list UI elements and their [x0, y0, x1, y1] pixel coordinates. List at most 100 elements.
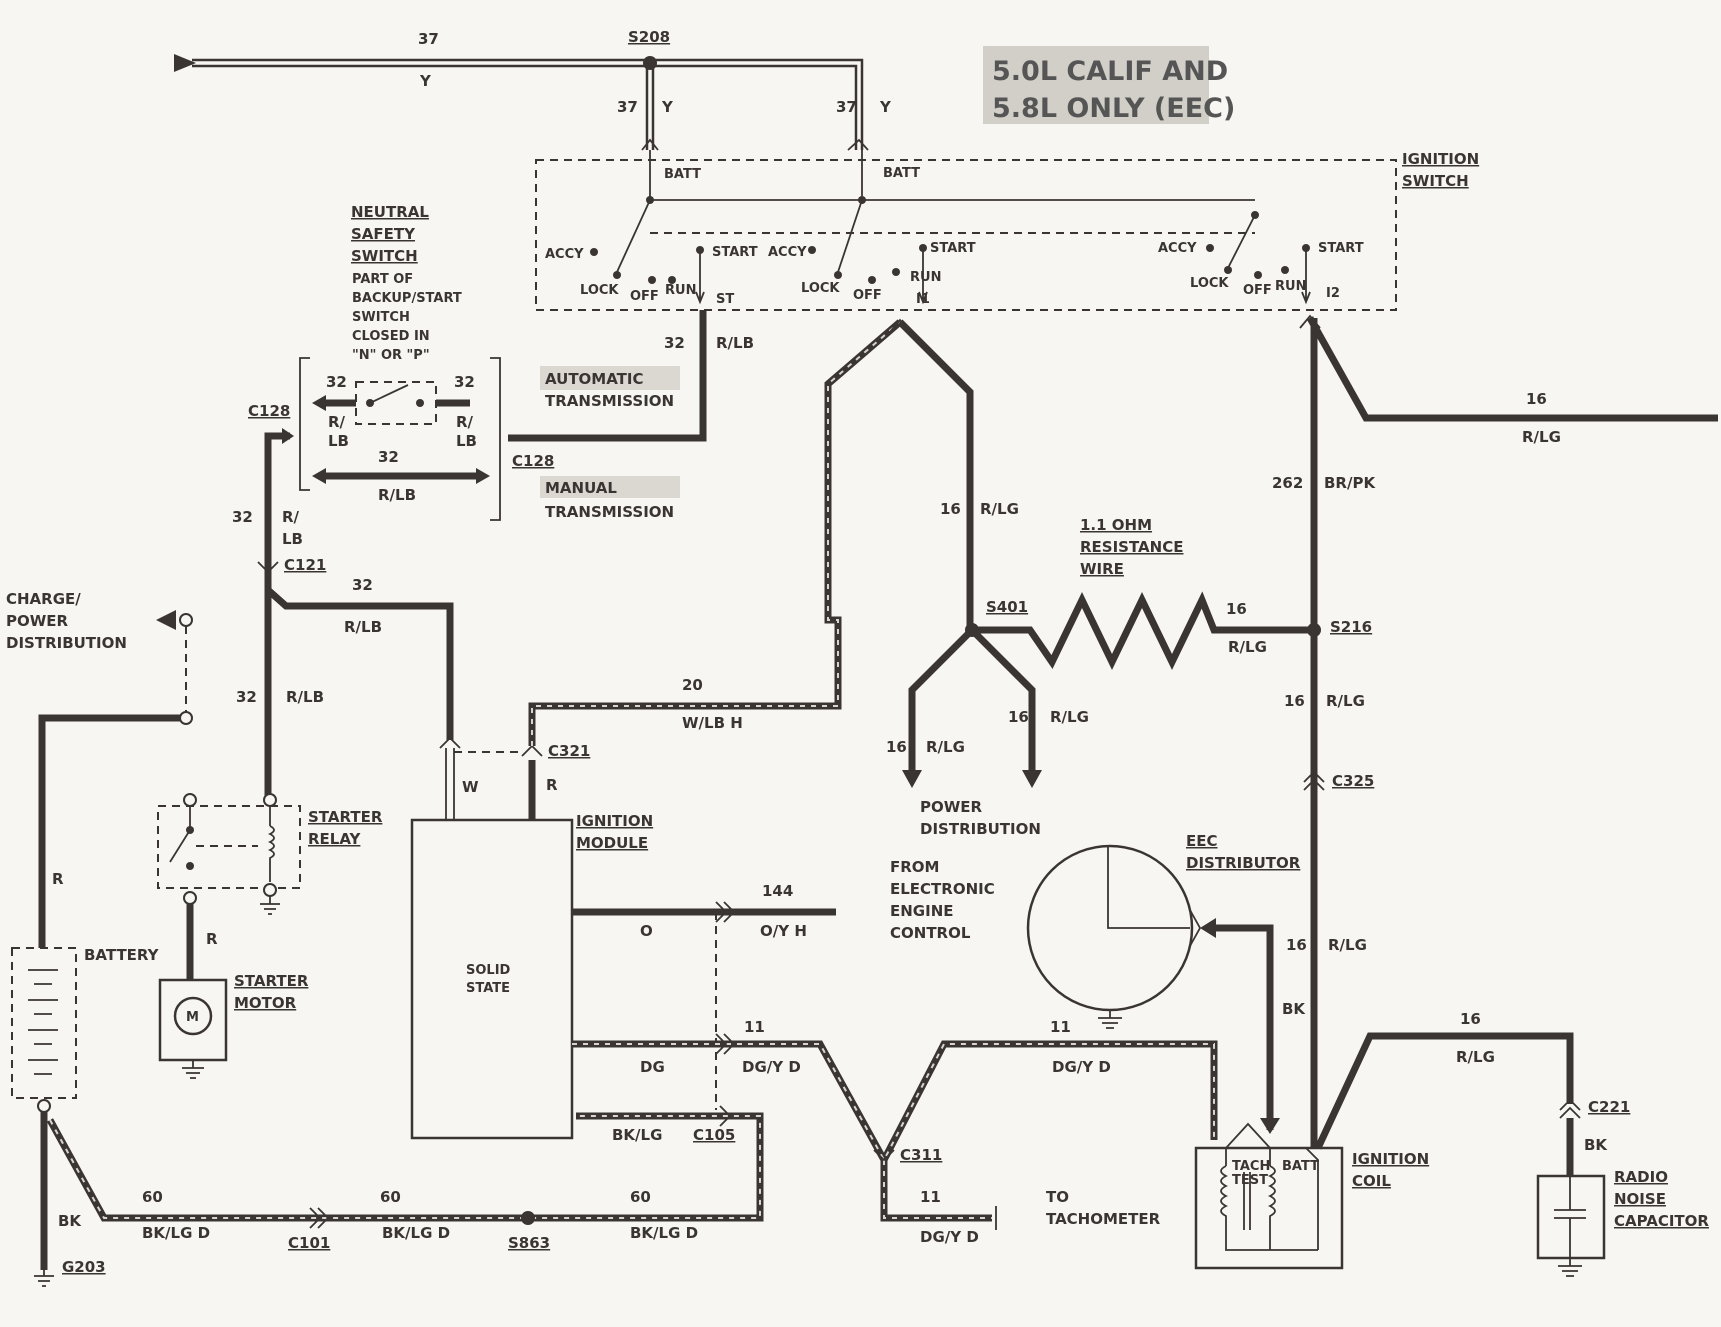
res-wire-16: 16: [1226, 600, 1247, 618]
module-wire-r: R: [546, 776, 558, 794]
label-resistance: RESISTANCE: [1080, 538, 1183, 556]
switch-accy-2: ACCY: [768, 245, 807, 260]
label-radio: RADIO: [1614, 1168, 1668, 1186]
connector-c105: C105: [693, 1126, 735, 1144]
wire-60-num-a: 60: [142, 1188, 163, 1206]
wire-label-y-c: Y: [879, 98, 892, 116]
wire-32-down-num: 32: [232, 508, 253, 526]
wire-16-s216-color: R/LG: [1326, 692, 1365, 710]
label-control: CONTROL: [890, 924, 971, 942]
switch-accy-3: ACCY: [1158, 241, 1197, 256]
label-ignition-module-2: MODULE: [576, 834, 648, 852]
ns-note-1: PART OF: [352, 272, 413, 287]
switch-lock-1: LOCK: [580, 283, 619, 298]
ground-wire-bk: BK: [58, 1212, 82, 1230]
connector-s216: S216: [1330, 618, 1372, 636]
module-inputs: [445, 744, 543, 820]
ns-wire-32-l: 32: [326, 373, 347, 391]
ignition-coil-windings: [1220, 1122, 1319, 1251]
wire-32-st: [508, 310, 707, 442]
ignition-switch-internals: [590, 150, 1311, 305]
ns-wire-r-l: R/: [328, 413, 346, 431]
wire-60-color-a: BK/LG D: [142, 1224, 210, 1242]
connector-c128-b: C128: [512, 452, 554, 470]
ns-note-5: "N" OR "P": [352, 348, 430, 363]
wire-11-dg: DG: [640, 1058, 665, 1076]
coil-test: TEST: [1232, 1173, 1268, 1188]
wire-16-coil-num: 16: [1286, 936, 1307, 954]
switch-start-2: START: [930, 241, 976, 256]
wire-32-down-lb: LB: [282, 530, 303, 548]
switch-off-2: OFF: [853, 288, 882, 303]
wire-11-num-a: 11: [744, 1018, 765, 1036]
wire-32-down-r: R/: [282, 508, 300, 526]
label-solid: SOLID: [466, 963, 511, 978]
wire-11-color-c: DG/Y D: [920, 1228, 979, 1246]
label-manual: MANUAL: [545, 479, 617, 497]
label-starter-motor-1: STARTER: [234, 972, 309, 990]
label-ignition-coil-1: IGNITION: [1352, 1150, 1429, 1168]
wire-16-s216-num: 16: [1284, 692, 1305, 710]
wire-60-color-c: BK/LG D: [630, 1224, 698, 1242]
connector-c325: C325: [1332, 772, 1374, 790]
label-ignition-coil-2: COIL: [1352, 1172, 1391, 1190]
cap-wire-16: 16: [1460, 1010, 1481, 1028]
connector-c121: C121: [284, 556, 326, 574]
switch-run-1: RUN: [665, 283, 696, 298]
wire-32-st-color: R/LB: [716, 334, 754, 352]
wire-20-color: W/LB H: [682, 714, 743, 732]
wire-16-i1-color: R/LG: [980, 500, 1019, 518]
label-safety: SAFETY: [351, 225, 416, 243]
wire-11-num-c: 11: [920, 1188, 941, 1206]
radio-capacitor-box: [1536, 1174, 1606, 1260]
connector-c311: C311: [900, 1146, 942, 1164]
switch-lock-3: LOCK: [1190, 276, 1229, 291]
ns-wire-32-r: 32: [454, 373, 475, 391]
wire-60-num-b: 60: [380, 1188, 401, 1206]
cap-wire-bk: BK: [1584, 1136, 1608, 1154]
pd-wire-16-b: 16: [1008, 708, 1029, 726]
label-distributor: DISTRIBUTOR: [1186, 854, 1301, 872]
ns-wire-r-r: R/: [456, 413, 474, 431]
label-ignition-module-1: IGNITION: [576, 812, 653, 830]
wire-bk-dist-label: BK: [1282, 1000, 1306, 1018]
label-manual-transmission: TRANSMISSION: [545, 503, 674, 521]
neutral-safety-switch: [299, 357, 501, 521]
starter-wire-r: R: [206, 930, 218, 948]
wire-label-37-b: 37: [617, 98, 638, 116]
wire-32-down: [264, 432, 290, 796]
switch-lock-2: LOCK: [801, 281, 840, 296]
label-tachometer: TACHOMETER: [1046, 1210, 1161, 1228]
wire-20-wlb: [528, 319, 903, 746]
switch-batt-2: BATT: [883, 166, 920, 181]
wire-label-37-c: 37: [836, 98, 857, 116]
wire-262-color: BR/PK: [1324, 474, 1376, 492]
connector-s863: S863: [508, 1234, 550, 1252]
label-ohm: 1.1 OHM: [1080, 516, 1152, 534]
wire-label-y-b: Y: [661, 98, 674, 116]
ns-wire-rlb-m: R/LB: [378, 486, 416, 504]
wire-144-o: O: [640, 922, 653, 940]
battery-symbol: [11, 947, 77, 1113]
switch-off-1: OFF: [630, 289, 659, 304]
label-charge: CHARGE/: [6, 590, 81, 608]
ns-note-3: SWITCH: [352, 310, 410, 325]
wire-bklg-color: BK/LG: [612, 1126, 662, 1144]
wire-37-feed: [174, 54, 869, 151]
wire-144-num: 144: [762, 882, 793, 900]
switch-i1: I1: [916, 292, 930, 307]
label-electronic: ELECTRONIC: [890, 880, 995, 898]
label-starter-relay-2: RELAY: [308, 830, 362, 848]
connector-c128-a: C128: [248, 402, 290, 420]
wire-16-i2-num: 16: [1526, 390, 1547, 408]
cap-wire-rlg: R/LG: [1456, 1048, 1495, 1066]
ignition-module-box: [410, 818, 574, 1140]
res-wire-rlg: R/LG: [1228, 638, 1267, 656]
switch-accy-1: ACCY: [545, 247, 584, 262]
ns-wire-lb-l: LB: [328, 432, 349, 450]
motor-symbol: [173, 996, 213, 1036]
wire-bk-dist: [1214, 924, 1274, 1130]
switch-start-1: START: [712, 245, 758, 260]
connector-s401: S401: [986, 598, 1028, 616]
